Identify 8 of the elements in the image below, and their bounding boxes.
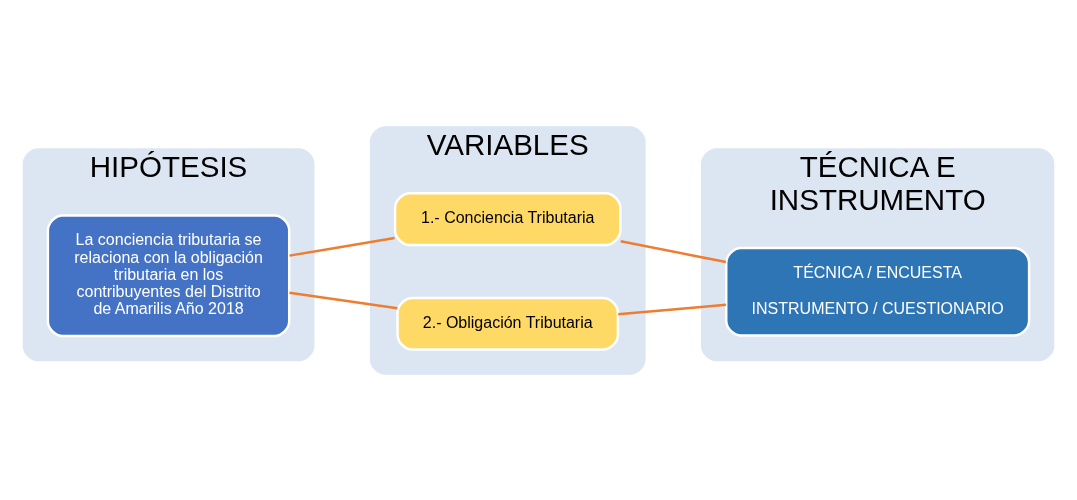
node-box: TÉCNICA / ENCUESTA INSTRUMENTO / CUESTIONARIO (725, 246, 1031, 337)
connector (618, 303, 727, 315)
connector (289, 236, 395, 257)
node-box: 1.- Conciencia Tributaria (393, 191, 622, 246)
connector (620, 239, 727, 263)
node-box: 2.- Obligación Tributaria (396, 296, 620, 351)
node-box: La conciencia tributaria se relaciona con la obligación tributaria en los contribuyentes del Distrito de Amarilis Año 2018 (46, 213, 291, 337)
connector (289, 291, 398, 309)
